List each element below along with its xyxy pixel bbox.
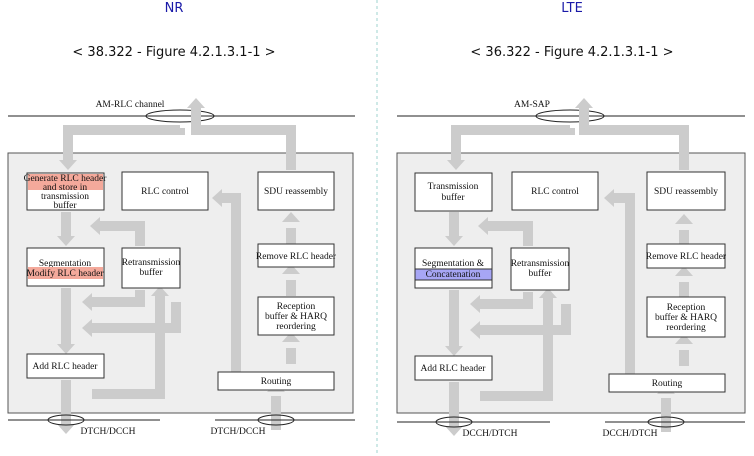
nr-channel-bottom-left-sap bbox=[47, 414, 85, 426]
nr-title: NR bbox=[165, 1, 184, 16]
nr-flow-arrows bbox=[57, 98, 300, 434]
nr-channel-top-sap bbox=[145, 109, 215, 123]
nr-sdu-reassembly-box: SDU reassembly bbox=[257, 171, 335, 211]
nr-remove-rlc-header-box: Remove RLC header bbox=[256, 243, 337, 268]
nr-generate-line-2: and store in bbox=[43, 183, 88, 193]
lte-retrans-line-1: Retransmission bbox=[511, 259, 570, 269]
nr-sdu-reassembly-label: SDU reassembly bbox=[264, 187, 328, 197]
lte-channel-top-label: AM-SAP bbox=[514, 100, 550, 110]
nr-generate-line-1: Generate RLC header bbox=[24, 174, 108, 184]
lte-segmentation-label: Segmentation & bbox=[422, 259, 485, 269]
lte-sdu-reassembly-box: SDU reassembly bbox=[646, 171, 726, 211]
nr-figure-ref: < 38.322 - Figure 4.2.1.3.1-1 > bbox=[72, 45, 275, 60]
nr-routing-label: Routing bbox=[261, 377, 292, 387]
nr-channel-bottom-right-sap bbox=[257, 414, 295, 426]
nr-segmentation-label: Segmentation bbox=[39, 259, 91, 269]
nr-rlc-control-box: RLC control bbox=[121, 171, 209, 211]
lte-panel: LTE < 36.322 - Figure 4.2.1.3.1-1 > AM-S… bbox=[396, 1, 746, 439]
lte-reception-line-3: reordering bbox=[666, 323, 706, 333]
lte-segmentation-box: Segmentation & Concatenation bbox=[414, 247, 493, 289]
lte-channel-bottom-right-label: DCCH/DTCH bbox=[603, 429, 658, 439]
lte-title: LTE bbox=[561, 1, 583, 16]
lte-retrans-line-2: buffer bbox=[528, 268, 552, 279]
nr-generate-rlc-header-box: Generate RLC header and store in transmi… bbox=[24, 172, 108, 211]
lte-concatenation-label: Concatenation bbox=[426, 270, 481, 280]
lte-transmission-buffer-box: Transmission buffer bbox=[414, 172, 493, 212]
lte-sdu-reassembly-label: SDU reassembly bbox=[654, 187, 718, 197]
lte-routing-box: Routing bbox=[608, 373, 726, 393]
lte-remove-rlc-header-label: Remove RLC header bbox=[646, 252, 727, 262]
nr-generate-line-4: buffer bbox=[53, 200, 77, 211]
nr-reception-line-3: reordering bbox=[276, 322, 316, 332]
lte-transmission-line-2: buffer bbox=[441, 192, 465, 203]
lte-add-rlc-header-label: Add RLC header bbox=[421, 364, 487, 374]
nr-reception-buffer-box: Reception buffer & HARQ reordering bbox=[257, 296, 335, 336]
lte-reception-buffer-box: Reception buffer & HARQ reordering bbox=[646, 296, 726, 338]
nr-rlc-control-label: RLC control bbox=[141, 187, 189, 197]
nr-channel-bottom-left-label: DTCH/DCCH bbox=[81, 427, 136, 437]
nr-retrans-line-2: buffer bbox=[139, 267, 163, 278]
nr-channel-top-label: AM-RLC channel bbox=[96, 100, 165, 110]
lte-channel-top-sap bbox=[535, 109, 605, 123]
lte-rlc-control-box: RLC control bbox=[511, 171, 599, 211]
lte-rlc-control-label: RLC control bbox=[531, 187, 579, 197]
lte-retransmission-buffer-box: Retransmission buffer bbox=[510, 247, 570, 291]
nr-remove-rlc-header-label: Remove RLC header bbox=[256, 252, 337, 262]
nr-channel-bottom-right-label: DTCH/DCCH bbox=[211, 427, 266, 437]
lte-add-rlc-header-box: Add RLC header bbox=[414, 355, 493, 381]
lte-flow-arrows bbox=[445, 98, 693, 436]
lte-reception-line-1: Reception bbox=[667, 303, 706, 313]
lte-remove-rlc-header-box: Remove RLC header bbox=[646, 243, 727, 269]
nr-retrans-line-1: Retransmission bbox=[122, 258, 181, 268]
nr-add-rlc-header-label: Add RLC header bbox=[33, 362, 99, 372]
nr-panel: NR < 38.322 - Figure 4.2.1.3.1-1 > AM-RL… bbox=[7, 1, 355, 437]
lte-reception-line-2: buffer & HARQ bbox=[655, 312, 717, 323]
lte-channel-bottom-left-sap bbox=[435, 416, 473, 428]
nr-modify-rlc-header-label: Modify RLC header bbox=[26, 268, 104, 279]
nr-routing-box: Routing bbox=[217, 371, 335, 391]
nr-reception-line-2: buffer & HARQ bbox=[265, 311, 327, 322]
nr-retransmission-buffer-box: Retransmission buffer bbox=[121, 247, 181, 289]
nr-generate-line-3: transmission bbox=[41, 192, 89, 202]
nr-add-rlc-header-box: Add RLC header bbox=[26, 353, 105, 379]
nr-reception-line-1: Reception bbox=[277, 302, 316, 312]
lte-transmission-line-1: Transmission bbox=[428, 182, 479, 192]
lte-channel-bottom-right-sap bbox=[647, 416, 685, 428]
lte-figure-ref: < 36.322 - Figure 4.2.1.3.1-1 > bbox=[470, 45, 673, 60]
lte-channel-bottom-left-label: DCCH/DTCH bbox=[463, 429, 518, 439]
lte-routing-label: Routing bbox=[652, 379, 683, 389]
nr-segmentation-box: Segmentation Modify RLC header bbox=[26, 247, 105, 287]
